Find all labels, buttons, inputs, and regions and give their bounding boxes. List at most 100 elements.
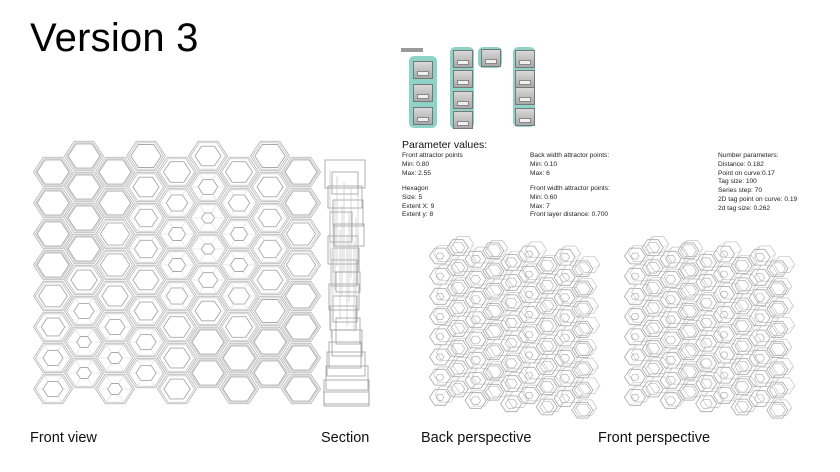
hexagon-cell (645, 262, 661, 274)
hexagon-cell (284, 314, 318, 340)
hexagon-cell (63, 233, 105, 265)
hexagon-cell (700, 250, 723, 268)
hexagon-cell (504, 338, 518, 349)
hexagon-cell (766, 381, 789, 399)
hexagon-cell (468, 329, 491, 346)
hexagon-cell (187, 357, 229, 389)
hexagon-cell (524, 291, 534, 298)
hexagon-cell (573, 403, 591, 417)
hexagon-cell (156, 280, 198, 312)
hexagon-cell (773, 256, 796, 273)
front-width-attractor-block: Front width attractor points: Min: 0.60 … (530, 185, 610, 220)
hexagon-cell (435, 333, 445, 341)
hexagon-cell (624, 368, 646, 386)
hexagon-cell (720, 241, 742, 259)
hexagon-cell (125, 233, 167, 265)
hexagon-cell (754, 394, 766, 403)
hexagon-cell (450, 342, 466, 355)
hexagon-cell (677, 343, 700, 361)
hexagon-cell (524, 311, 534, 318)
hexagon-cell (719, 250, 729, 258)
hexagon-cell (156, 249, 198, 281)
hexagon-cell (446, 259, 469, 277)
hexagon-cell (571, 260, 594, 278)
hexagon-cell (32, 249, 74, 281)
hexagon-cell (36, 190, 70, 216)
hexagon-cell (659, 372, 682, 389)
hexagon-cell (435, 394, 445, 401)
hexagon-cell (754, 306, 777, 323)
hexagon-cell (535, 317, 558, 335)
hexagon-cell (252, 173, 288, 201)
hexagon-cell (535, 358, 558, 375)
hexagon-cell (280, 280, 322, 312)
hexagon-cell (280, 373, 322, 405)
hexagon-cell (500, 274, 523, 291)
hexagon-cell (645, 282, 661, 294)
hexagon-cell (66, 235, 102, 263)
hexagon-cell (699, 318, 713, 328)
hexagon-cell (624, 308, 646, 325)
hexagon-cell (484, 345, 502, 359)
hexagon-cell (283, 158, 319, 186)
hexagon-cell (221, 375, 257, 403)
hexagon-cell (162, 316, 192, 338)
back-width-attractor-block: Back width attractor points: Min: 0.10 M… (530, 152, 609, 178)
hexagon-cell (755, 386, 778, 403)
caption-back-perspective: Back perspective (421, 430, 532, 446)
hexagon-cell (518, 245, 540, 263)
hexagon-cell (504, 398, 518, 409)
hexagon-cell (624, 267, 646, 285)
hexagon-cell (699, 352, 722, 370)
hexagon-cell (256, 269, 284, 291)
hexagon-cell (768, 323, 786, 336)
hexagon-cell (666, 367, 689, 385)
hexagon-cell (256, 176, 284, 198)
hexagon-cell (573, 282, 591, 296)
hexagon-cell (450, 282, 466, 294)
hexagon-cell (446, 279, 469, 297)
hexagon-cell (754, 366, 777, 384)
node (515, 50, 535, 68)
hexagon-cell (159, 375, 195, 403)
hexagon-cell (522, 384, 544, 402)
node-group-3 (478, 47, 502, 68)
hexagon-cell (641, 259, 664, 277)
hexagon-cell (470, 255, 482, 264)
hexagon-cell (559, 273, 571, 282)
hexagon-cell (659, 250, 682, 268)
hexagon-cell (487, 380, 510, 398)
hexagon-cell (630, 353, 640, 361)
hexagon-cell (32, 373, 74, 405)
hexagon-cell (280, 156, 322, 188)
hexagon-cell (571, 280, 594, 298)
hexagon-cell (659, 311, 682, 329)
hexagon-cell (464, 250, 487, 268)
node (515, 70, 535, 88)
node-group-4 (513, 47, 535, 127)
hexagon-cell (224, 316, 254, 338)
hexagon-cell (63, 295, 105, 327)
hexagon-cell (734, 381, 750, 393)
hexagon-size: Size: 5 (402, 193, 423, 201)
hexagon-cell (559, 354, 571, 363)
hexagon-cell (218, 373, 260, 405)
back-width-attractor-max: Max: 6 (530, 169, 550, 177)
hexagon-cell (484, 284, 502, 298)
hexagon-cell (720, 302, 742, 319)
hexagon-cell (663, 329, 686, 346)
number-parameters-label: Number parameters: (718, 152, 779, 159)
hexagon-cell (773, 377, 796, 395)
hexagon-cell (734, 280, 750, 292)
back-width-attractor-min: Min: 0.10 (530, 160, 558, 168)
hexagon-cell (659, 331, 682, 349)
parameters-heading: Parameter values: (402, 139, 488, 151)
hexagon-cell (645, 241, 661, 254)
hexagon-cell (450, 262, 466, 274)
hexagon-cell (125, 140, 167, 172)
hexagon-cell (734, 254, 757, 272)
hexagon-cell (132, 176, 160, 198)
hexagon-cell (630, 394, 640, 401)
hexagon-cell (539, 360, 555, 373)
hexagon-cell (771, 297, 794, 315)
